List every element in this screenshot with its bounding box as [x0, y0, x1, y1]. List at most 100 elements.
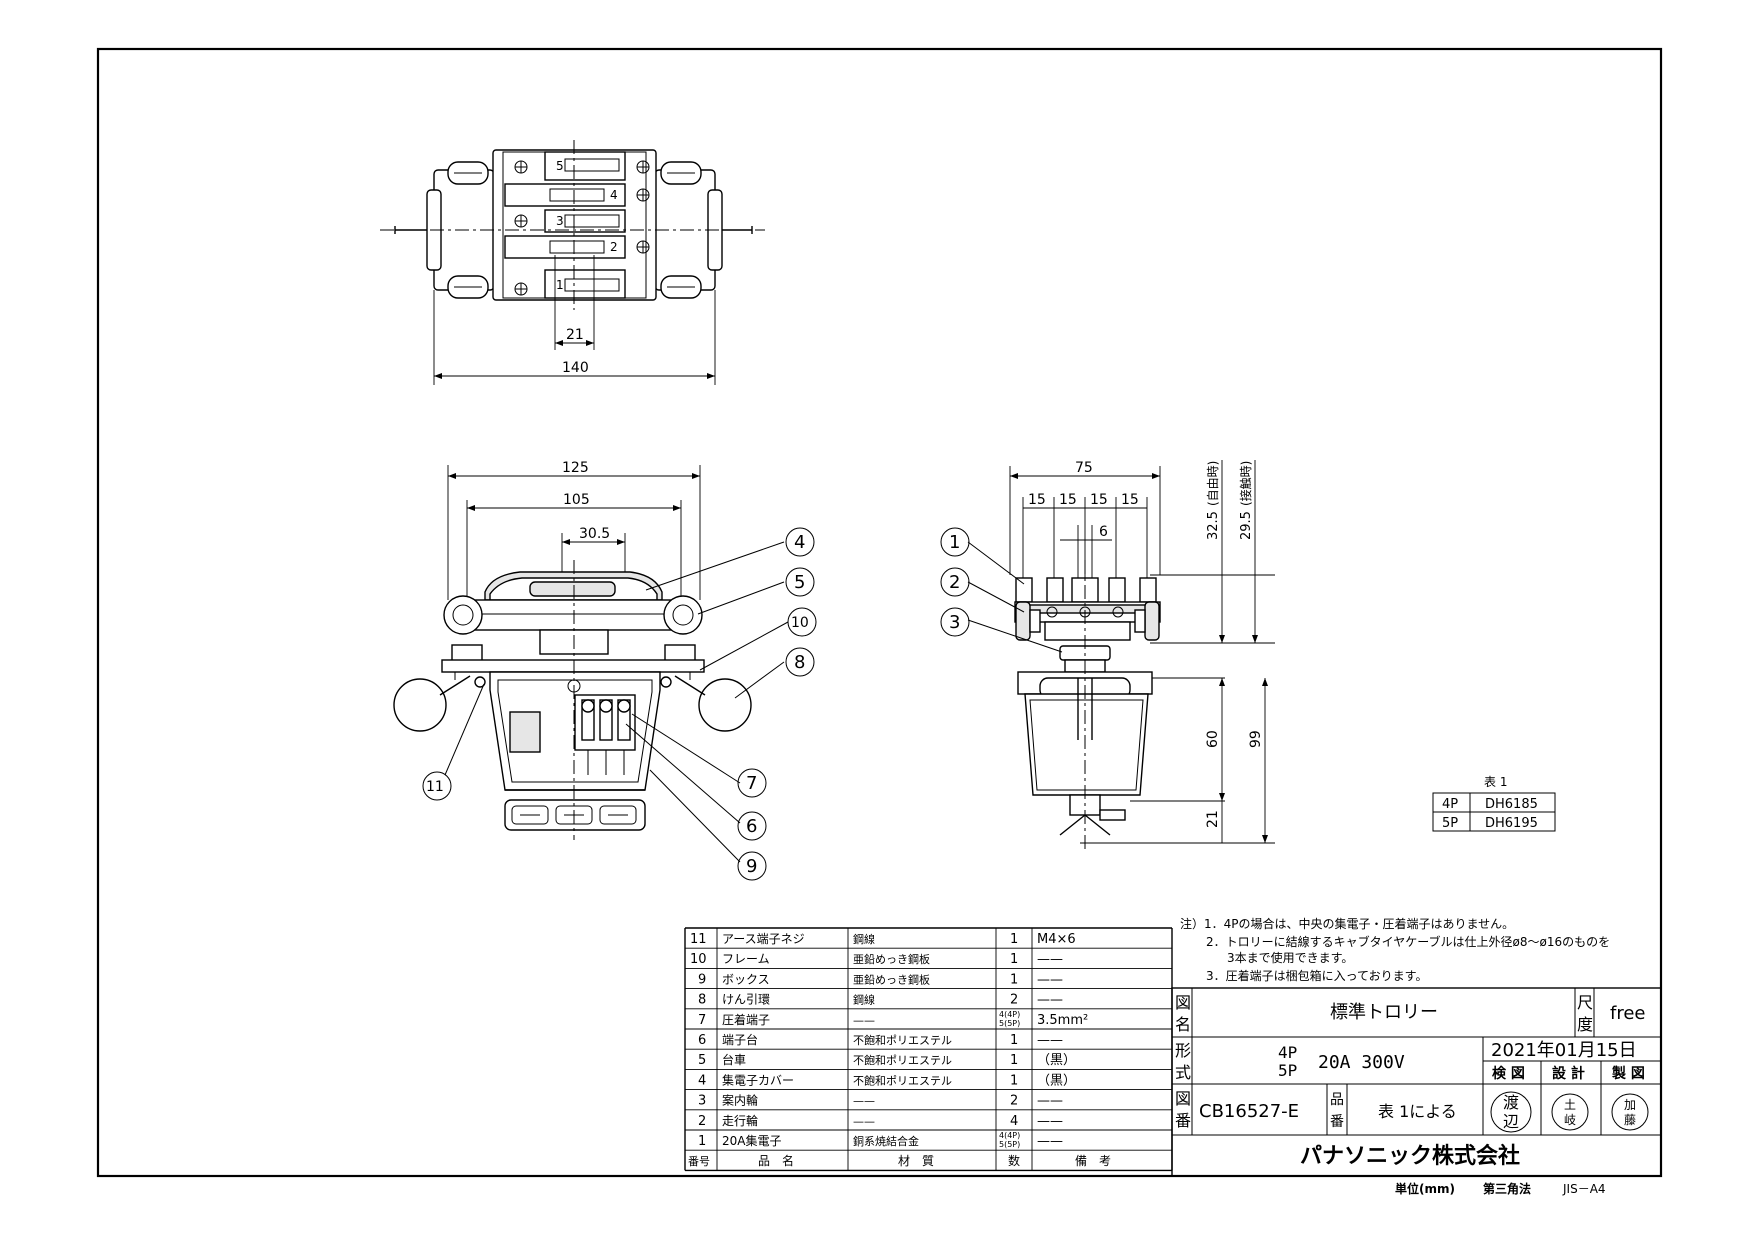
- parts-row-no: 4: [698, 1073, 706, 1088]
- dim-front-30-5: 30.5: [579, 526, 610, 542]
- parts-row-remark: ——: [1037, 972, 1063, 987]
- part-no-label-1: 品: [1330, 1092, 1344, 1108]
- balloon-11: 11: [422, 771, 452, 801]
- scale-label-1: 尺: [1577, 993, 1593, 1012]
- dim-top-140: 140: [562, 360, 589, 376]
- parts-header-remark: 備 考: [1075, 1153, 1111, 1168]
- title-block: [1171, 987, 1662, 1177]
- parts-row-no: 7: [698, 1013, 706, 1028]
- parts-row-no: 6: [698, 1033, 706, 1048]
- drawing-no-label-1: 図: [1175, 1089, 1191, 1108]
- model-label-1: 形: [1175, 1041, 1191, 1060]
- parts-header-material: 材 質: [898, 1153, 934, 1168]
- parts-row-name: ボックス: [722, 972, 770, 986]
- note-1: 注）1．4Pの場合は、中央の集電子・圧着端子はありません。: [1180, 916, 1514, 931]
- dim-side-15c: 15: [1090, 492, 1108, 508]
- parts-row-qty: 2: [1010, 993, 1018, 1008]
- parts-row-name: 集電子カバー: [722, 1072, 794, 1087]
- dim-side-60: 60: [1205, 730, 1221, 748]
- svg-text:7: 7: [746, 773, 757, 794]
- footer-projection: 第三角法: [1483, 1181, 1531, 1196]
- dim-side-15a: 15: [1028, 492, 1046, 508]
- parts-row-qty: 1: [1010, 952, 1018, 967]
- parts-row-material: 鋼線: [853, 932, 875, 946]
- parts-row-name: 端子台: [722, 1032, 758, 1047]
- svg-text:2: 2: [949, 572, 960, 593]
- parts-row-qty: 1: [1010, 1033, 1018, 1048]
- balloon-4: 4: [785, 527, 815, 557]
- part-number: 表 1による: [1378, 1102, 1457, 1121]
- parts-row-name: 案内輪: [722, 1093, 758, 1108]
- parts-header-no: 番号: [688, 1155, 710, 1168]
- dim-side-15d: 15: [1121, 492, 1139, 508]
- svg-text:6: 6: [746, 816, 757, 837]
- parts-row-material: 不飽和ポリエステル: [853, 1073, 952, 1087]
- parts-row-qty: 4(4P): [999, 1010, 1020, 1019]
- dim-side-32-5: 32.5: [1206, 511, 1221, 540]
- parts-row-remark: ——: [1037, 1033, 1063, 1048]
- svg-text:藤: 藤: [1624, 1113, 1636, 1127]
- company-name: パナソニック株式会社: [1300, 1143, 1520, 1169]
- parts-row-name: 圧着端子: [722, 1012, 770, 1027]
- balloon-2: 2: [940, 567, 970, 597]
- table-1-row-1-pole: 4P: [1442, 797, 1458, 812]
- parts-row-remark: ——: [1037, 1134, 1063, 1149]
- note-3: 3．圧着端子は梱包箱に入っております。: [1206, 968, 1427, 983]
- top-view: 5 4 3 2 1: [380, 140, 765, 385]
- parts-row-no: 9: [698, 972, 706, 987]
- drawing-name: 標準トロリー: [1330, 1002, 1438, 1023]
- balloon-6: 6: [737, 811, 767, 841]
- svg-text:加: 加: [1624, 1098, 1636, 1112]
- svg-text:渡: 渡: [1503, 1093, 1519, 1112]
- drawing-no-label-2: 番: [1175, 1111, 1191, 1130]
- balloon-3: 3: [940, 607, 970, 637]
- side-view: [967, 460, 1275, 850]
- parts-header-qty: 数: [1008, 1153, 1020, 1168]
- drawing-date: 2021年01月15日: [1491, 1040, 1637, 1061]
- parts-row-no: 5: [698, 1053, 706, 1068]
- parts-row-no: 8: [698, 993, 706, 1008]
- scale-label-2: 度: [1577, 1015, 1593, 1034]
- parts-row-remark: ——: [1037, 1114, 1063, 1129]
- parts-row-name: フレーム: [722, 952, 770, 966]
- balloon-5: 5: [785, 567, 815, 597]
- parts-row-remark: ——: [1037, 1094, 1063, 1109]
- dim-side-29-5-note: (接触時): [1238, 461, 1253, 506]
- svg-text:4: 4: [794, 532, 805, 553]
- parts-row-name: けん引環: [722, 993, 770, 1007]
- table-1-row-2-model: DH6195: [1485, 816, 1538, 831]
- dim-side-15b: 15: [1059, 492, 1077, 508]
- parts-row-material: ——: [853, 1014, 875, 1027]
- parts-row-no: 11: [690, 932, 707, 947]
- svg-text:11: 11: [426, 779, 444, 795]
- svg-text:1: 1: [949, 532, 960, 553]
- role-draft: 製 図: [1611, 1065, 1645, 1082]
- table-1-title: 表 1: [1484, 775, 1507, 789]
- parts-row-qty: 1: [1010, 1073, 1018, 1088]
- balloon-10: 10: [787, 607, 817, 637]
- parts-row-qty: 1: [1010, 1053, 1018, 1068]
- sheet-border: [96, 47, 1663, 1178]
- dim-side-32-5-note: (自由時): [1206, 461, 1220, 506]
- svg-text:岐: 岐: [1564, 1113, 1576, 1127]
- svg-text:8: 8: [794, 652, 805, 673]
- stamp-toki: 土 岐: [1564, 1098, 1576, 1127]
- dim-side-29-5: 29.5: [1239, 511, 1254, 540]
- dim-side-6: 6: [1099, 524, 1108, 540]
- parts-row-no: 10: [690, 952, 707, 967]
- scale-value: free: [1610, 1003, 1646, 1024]
- parts-row-remark: （黒）: [1037, 1053, 1076, 1068]
- svg-text:1: 1: [556, 278, 564, 292]
- dim-side-75: 75: [1075, 460, 1093, 476]
- note-2b: 3本まで使用できます。: [1227, 950, 1353, 965]
- parts-header-name: 品 名: [758, 1153, 794, 1168]
- parts-row-no: 2: [698, 1114, 706, 1129]
- svg-text:辺: 辺: [1503, 1112, 1519, 1131]
- svg-text:3: 3: [949, 612, 960, 633]
- dim-front-125: 125: [562, 460, 589, 476]
- role-design: 設 計: [1552, 1065, 1585, 1082]
- svg-text:3: 3: [556, 214, 564, 228]
- model-rating: 20A 300V: [1318, 1052, 1405, 1073]
- stamp-kato: 加 藤: [1624, 1098, 1636, 1127]
